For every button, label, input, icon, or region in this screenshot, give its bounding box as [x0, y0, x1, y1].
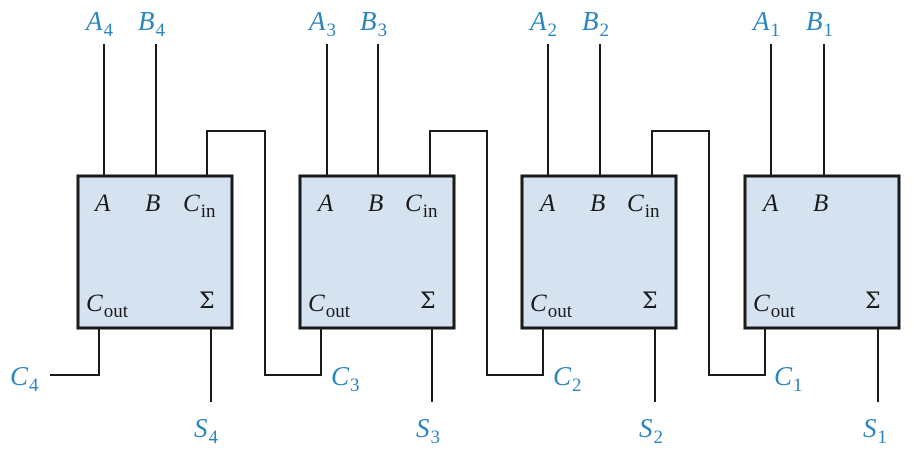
- input-a4-label: A4: [84, 6, 114, 41]
- pin-b-label: B: [590, 190, 605, 217]
- pin-a-label: A: [316, 190, 334, 217]
- full-adder-3-box: [298, 174, 456, 330]
- pin-cout-label: Cout: [530, 290, 573, 322]
- full-adder-1-box: [743, 174, 901, 330]
- input-a2-label: A2: [528, 6, 557, 41]
- wire-carry-2: [429, 130, 544, 376]
- pin-sum-label: Σ: [199, 289, 215, 314]
- input-b4-label: B4: [138, 6, 166, 41]
- pin-cin-label: Cin: [627, 190, 660, 222]
- sum-s3-label: S3: [416, 413, 440, 448]
- pin-sum-label: Σ: [865, 289, 881, 314]
- wire-c4-out: [50, 328, 100, 376]
- wire-carry-3: [206, 130, 322, 376]
- pin-b-label: B: [813, 190, 828, 217]
- input-b1-label: B1: [806, 6, 833, 41]
- full-adder-2-box: [520, 174, 678, 330]
- wire-carry-1: [651, 130, 766, 376]
- full-adder-1: A B Cout Σ A1 B1 C1 S1: [743, 6, 901, 448]
- input-b2-label: B2: [582, 6, 609, 41]
- carry-c3-label: C3: [331, 361, 360, 396]
- pin-sum-label: Σ: [642, 289, 658, 314]
- pin-cin-label: Cin: [183, 190, 216, 222]
- pin-b-label: B: [368, 190, 383, 217]
- pin-b-label: B: [145, 190, 160, 217]
- full-adder-4: A B Cin Cout Σ A4 B4 C4 S4: [10, 6, 322, 448]
- full-adder-4-box: [76, 174, 234, 330]
- input-b3-label: B3: [360, 6, 387, 41]
- sum-s4-label: S4: [194, 413, 219, 448]
- pin-cout-label: Cout: [753, 290, 796, 322]
- input-a1-label: A1: [751, 6, 780, 41]
- carry-out-c4-label: C4: [10, 361, 39, 396]
- full-adder-3: A B Cin Cout Σ A3 B3 C3 S3: [298, 6, 544, 448]
- pin-a-label: A: [93, 190, 111, 217]
- pin-a-label: A: [538, 190, 556, 217]
- full-adder-2: A B Cin Cout Σ A2 B2 C2 S2: [520, 6, 766, 448]
- input-a3-label: A3: [307, 6, 336, 41]
- sum-s2-label: S2: [639, 413, 663, 448]
- pin-cin-label: Cin: [405, 190, 438, 222]
- pin-a-label: A: [761, 190, 779, 217]
- pin-sum-label: Σ: [420, 289, 436, 314]
- carry-c1-label: C1: [774, 361, 803, 396]
- carry-c2-label: C2: [553, 361, 582, 396]
- pin-cout-label: Cout: [86, 290, 129, 322]
- pin-cout-label: Cout: [308, 290, 351, 322]
- sum-s1-label: S1: [863, 413, 887, 448]
